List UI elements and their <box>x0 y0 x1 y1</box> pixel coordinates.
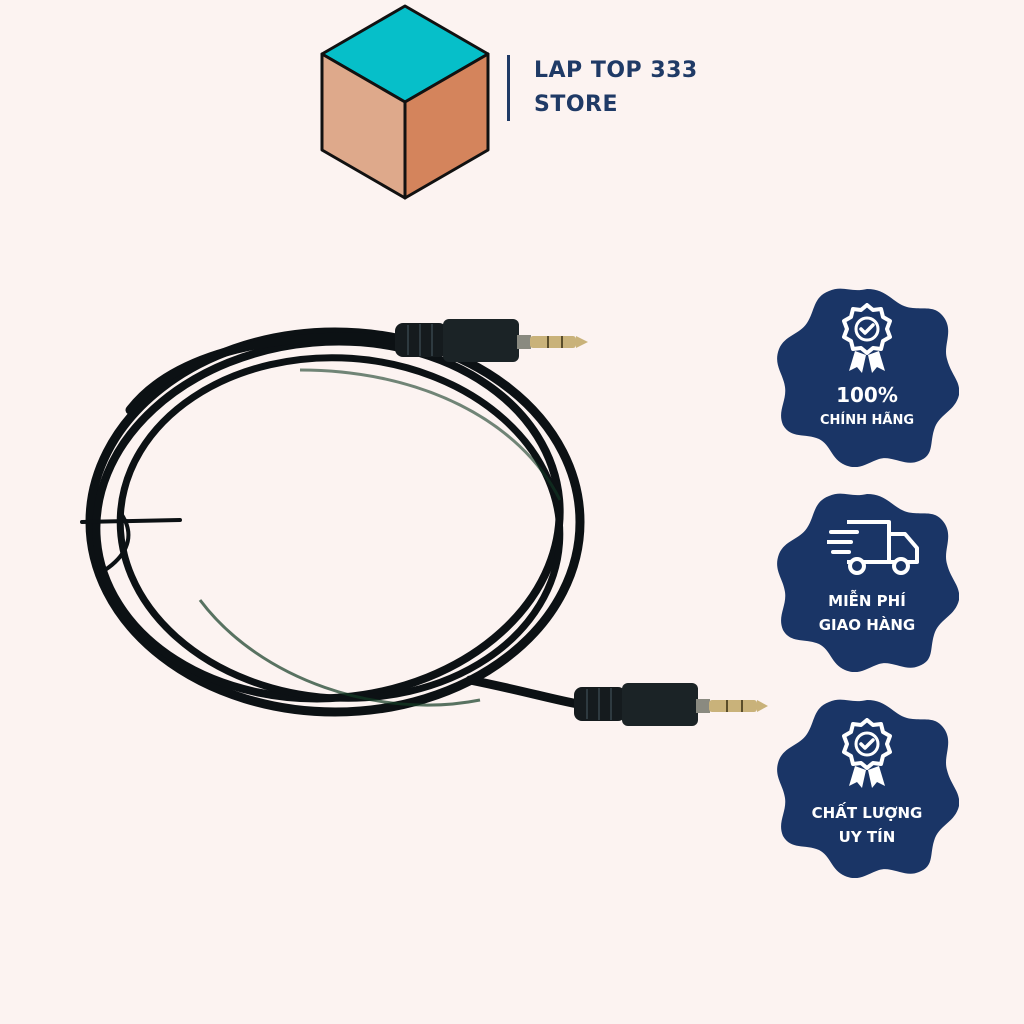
bottom-plug <box>574 683 768 726</box>
top-plug <box>395 319 588 362</box>
badge-background <box>777 493 959 672</box>
badge-free-shipping-line-2: GIAO HÀNG <box>818 616 916 634</box>
award-ribbon-icon <box>842 718 892 788</box>
badge-authentic-line-1: 100% <box>836 383 898 407</box>
badge-quality-line-2: UY TÍN <box>838 828 896 846</box>
badge-background <box>777 288 959 467</box>
badge-authentic-line-2: CHÍNH HÃNG <box>819 413 915 428</box>
brand-name-line-2: STORE <box>534 92 619 117</box>
badge-quality: CHẤT LƯỢNG UY TÍN <box>775 694 959 878</box>
award-ribbon-icon <box>842 303 892 373</box>
brand-name-line-1: LAP TOP 333 <box>534 58 698 83</box>
delivery-truck-icon <box>827 520 919 575</box>
badge-quality-line-1: CHẤT LƯỢNG <box>811 804 923 822</box>
logo-divider <box>507 55 510 121</box>
badge-free-shipping: MIỄN PHÍ GIAO HÀNG <box>775 488 959 672</box>
badge-free-shipping-line-1: MIỄN PHÍ <box>828 592 906 610</box>
cube-icon <box>320 4 490 200</box>
badge-authentic: 100% CHÍNH HÃNG <box>775 283 959 467</box>
aux-cable-image <box>80 319 768 726</box>
badge-background <box>777 699 959 878</box>
